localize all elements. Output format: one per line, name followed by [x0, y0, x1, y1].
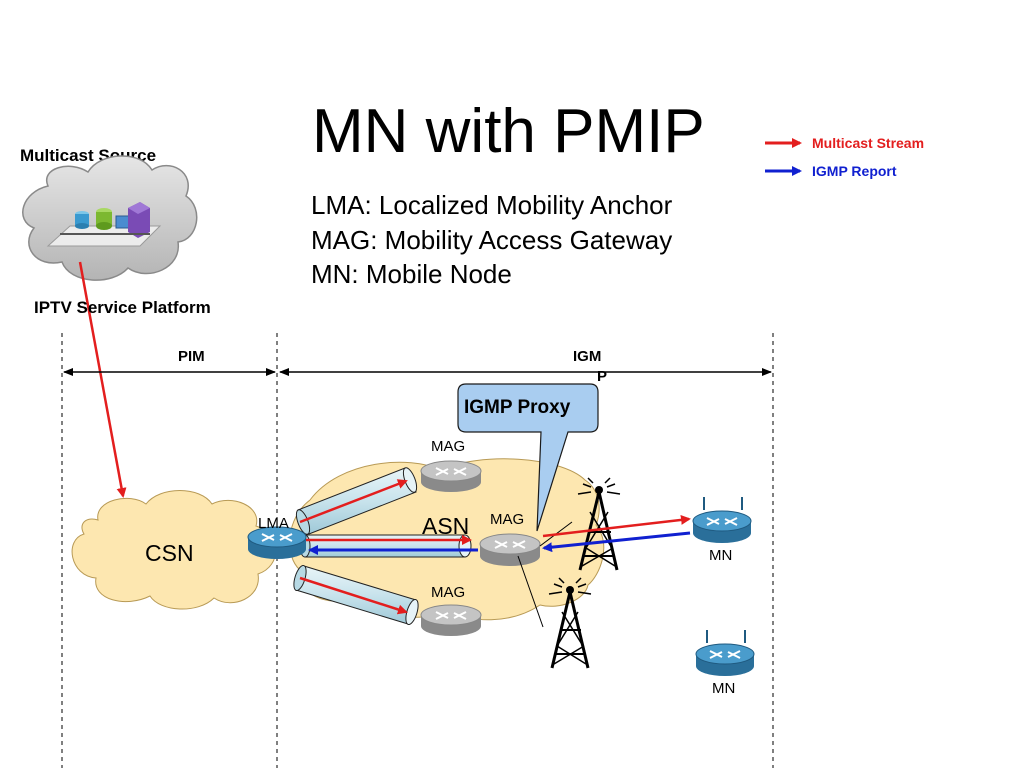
igmp-proxy-callout: [457, 383, 599, 532]
mag-middle-router-icon: [479, 533, 541, 566]
asn-label: ASN: [422, 513, 470, 539]
lma-router-icon: [247, 526, 307, 559]
tunnel-bottom-stream-arrow: [299, 576, 408, 615]
mag-middle-label: MAG: [490, 511, 525, 528]
pim-label: PIM: [178, 348, 205, 365]
mag-tower2-link: [517, 555, 544, 628]
legend-igmp-label: IGMP Report: [812, 163, 897, 179]
definition-mag: MAG: Mobility Access Gateway: [311, 225, 673, 255]
iptv-platform-label: IPTV Service Platform: [34, 298, 211, 317]
definition-mn: MN: Mobile Node: [311, 259, 512, 289]
mn1-router-icon: [692, 497, 752, 543]
csn-cloud: [71, 490, 277, 610]
igmp-proxy-label: IGMP Proxy: [464, 397, 571, 418]
legend-multicast-label: Multicast Stream: [812, 135, 925, 151]
csn-label: CSN: [145, 540, 194, 566]
server-icon: [60, 202, 150, 238]
mn2-router-icon: [695, 630, 755, 676]
definition-lma: LMA: Localized Mobility Anchor: [311, 190, 673, 220]
source-to-csn-arrow: [78, 261, 127, 498]
radio-tower-icon: [548, 577, 592, 669]
igmp-label-line1: IGM: [573, 348, 602, 365]
mag-top-router-icon: [420, 460, 482, 492]
mn-to-mag-igmp-arrow: [542, 531, 691, 553]
tunnel-top-stream-arrow: [299, 479, 408, 524]
igmp-label-line2: P: [597, 368, 608, 385]
mag-top-label: MAG: [431, 438, 466, 455]
mn1-label: MN: [709, 547, 733, 564]
mag-bottom-label: MAG: [431, 584, 466, 601]
mn2-label: MN: [712, 680, 736, 697]
page-title: MN with PMIP: [312, 97, 705, 166]
mag-bottom-router-icon: [420, 604, 482, 636]
mag-to-mn-stream-arrow: [542, 514, 691, 538]
lma-label: LMA: [258, 515, 289, 532]
